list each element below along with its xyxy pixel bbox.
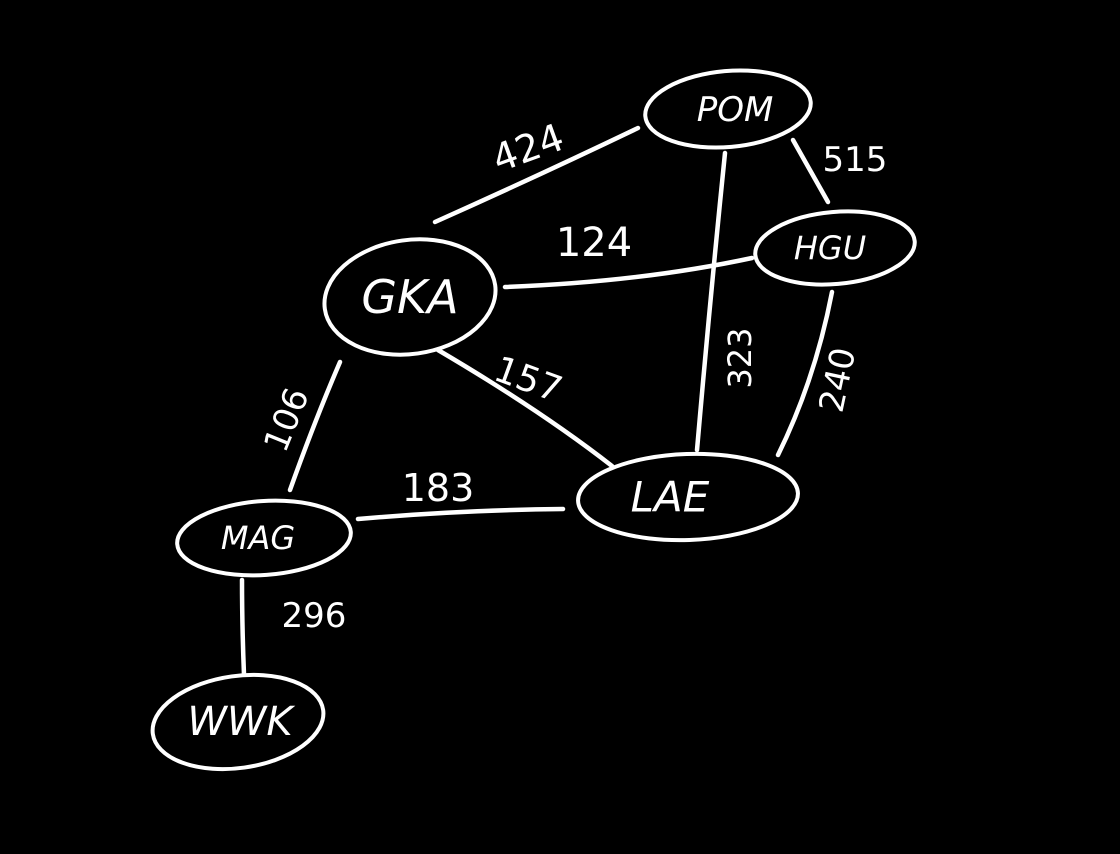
node-mag: MAG [175, 498, 353, 578]
weight-mag-lae: 183 [402, 466, 475, 510]
node-lae-outline [576, 451, 800, 543]
weight-pom-lae: 323 [721, 327, 759, 388]
edges [239, 125, 835, 678]
weight-gka-pom: 424 [486, 115, 569, 181]
node-mag-outline [175, 498, 353, 578]
node-wwk-label: WWK [187, 699, 295, 745]
node-gka-outline [322, 237, 498, 357]
edge-hgu-lae [775, 289, 835, 458]
edge-pom-hgu [790, 137, 831, 205]
node-hgu: HGU [753, 209, 917, 287]
edge-gka-pom [432, 125, 641, 225]
node-wwk: WWK [150, 672, 326, 772]
node-pom-label: POM [697, 90, 774, 130]
edge-gka-mag [287, 359, 343, 493]
node-lae: LAE [576, 451, 800, 543]
edge-mag-lae [355, 506, 566, 522]
node-pom-outline [643, 68, 813, 150]
edge-weights: 424 124 157 106 515 323 240 183 296 [256, 115, 887, 636]
edge-gka-hgu [502, 255, 755, 290]
node-mag-label: MAG [221, 519, 295, 557]
weight-gka-mag: 106 [256, 382, 317, 457]
node-gka: GKA [322, 237, 498, 357]
edge-mag-wwk [239, 577, 247, 678]
node-wwk-outline [150, 672, 326, 772]
weight-mag-wwk: 296 [282, 596, 347, 636]
weight-pom-hgu: 515 [823, 140, 888, 180]
node-pom: POM [643, 68, 813, 150]
node-hgu-label: HGU [794, 229, 866, 267]
edge-gka-lae [435, 347, 615, 469]
weight-gka-hgu: 124 [556, 220, 632, 266]
weight-hgu-lae: 240 [812, 344, 865, 416]
node-gka-label: GKA [361, 270, 458, 324]
weight-gka-lae: 157 [489, 349, 568, 411]
nodes: GKA POM HGU LAE MAG WWK [150, 68, 917, 772]
node-lae-label: LAE [631, 473, 710, 522]
edge-pom-lae [694, 150, 728, 453]
node-hgu-outline [753, 209, 917, 287]
